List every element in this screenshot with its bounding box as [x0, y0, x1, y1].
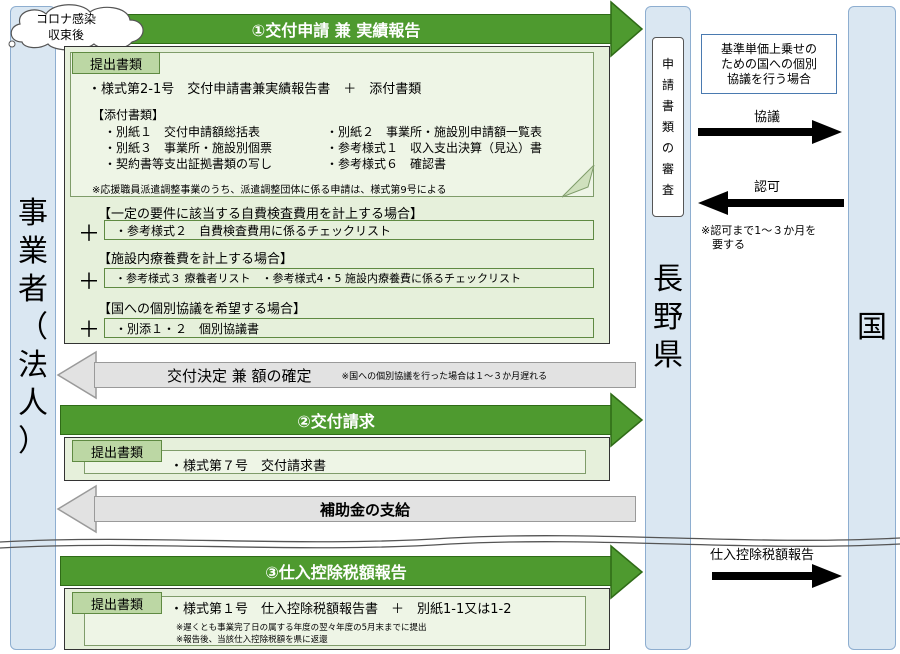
review-label-char: 申 — [661, 56, 674, 71]
applicant-label: 事業者（法人） — [13, 195, 53, 461]
attach-left-3: ・契約書等支出証拠書類の写し — [104, 157, 273, 171]
section1-note: ※応援職員派遣調整事業のうち、派遣調整団体に係る申請は、様式第9号による — [92, 185, 447, 196]
review-label-char: 類 — [661, 119, 674, 134]
section3-note2: ※報告後、当該仕入控除税額を県に返還 — [176, 635, 328, 645]
tax-report-arrow — [712, 564, 842, 588]
section2-documents-box — [84, 450, 586, 474]
national-label: 国 — [857, 310, 887, 345]
review-box: 申請書類の審査 — [652, 37, 684, 217]
decision-arrow-head — [56, 350, 97, 400]
cond1-plus: ＋ — [78, 222, 101, 247]
cond2-plus: ＋ — [78, 270, 101, 295]
consult-box-line2: ための国への個別 — [720, 56, 817, 71]
section3-tag: 提出書類 — [72, 592, 162, 614]
section2-tag: 提出書類 — [72, 440, 162, 462]
cloud-line1: コロナ感染 — [36, 12, 97, 26]
decision-arrow-note: ※国への個別協議を行った場合は１～３か月遅れる — [341, 371, 548, 382]
cond2-bar: ・参考様式３ 療養者リスト ・参考様式4・5 施設内療養費に係るチェックリスト — [104, 268, 594, 288]
payment-arrow-head — [56, 484, 97, 534]
consult-box-line3: 協議を行う場合 — [726, 71, 811, 86]
application-arrow: ①交付申請 兼 実績報告 — [60, 14, 612, 44]
tax-arrow: ③仕入控除税額報告 — [60, 556, 612, 586]
cond3-plus: ＋ — [78, 318, 101, 343]
consult-label: 協議 — [754, 110, 781, 125]
applicant-label-char: 業 — [18, 234, 48, 269]
attach-left-2: ・別紙３ 事業所・施設別個票 — [104, 141, 273, 155]
section1-tag: 提出書類 — [72, 52, 160, 74]
consult-box-line1: 基準単価上乗せの — [720, 41, 817, 56]
break-lines — [0, 535, 900, 549]
attach-right-2: ・参考様式１ 収入支出決算（見込）書 — [326, 141, 543, 155]
consult-arrow — [698, 120, 842, 144]
cond3-header: 【国への個別協議を希望する場合】 — [98, 302, 307, 317]
section1-documents-box — [70, 52, 594, 197]
cond2-header: 【施設内療養費を計上する場合】 — [98, 252, 294, 267]
section1-main-line: ・様式第2-1号 交付申請書兼実績報告書 ＋ 添付書類 — [88, 82, 422, 97]
nagano-pillar: 申請書類の審査 長野県 — [645, 6, 691, 650]
review-label-char: 審 — [661, 161, 674, 176]
cloud-line2: 収束後 — [48, 28, 85, 42]
request-arrow-head — [610, 392, 644, 448]
request-arrow: ②交付請求 — [60, 405, 612, 435]
payment-arrow: 補助金の支給 — [94, 496, 636, 522]
nagano-label-char: 県 — [653, 338, 683, 373]
cond2-item: ・参考様式３ 療養者リスト ・参考様式4・5 施設内療養費に係るチェックリスト — [115, 272, 521, 285]
tax-arrow-head — [610, 544, 644, 600]
approval-label: 認可 — [754, 180, 781, 195]
request-arrow-label: ②交付請求 — [297, 412, 375, 431]
section2-item: ・様式第７号 交付請求書 — [170, 459, 327, 474]
decision-arrow-label: 交付決定 兼 額の確定 — [167, 366, 312, 385]
attach-header: 【添付書類】 — [92, 108, 165, 122]
approval-note1: ※認可まで1～３か月を — [701, 224, 817, 237]
review-label-char: 書 — [661, 98, 674, 113]
cond1-bar: ・参考様式２ 自費検査費用に係るチェックリスト — [104, 220, 594, 240]
review-label-char: の — [661, 140, 674, 155]
approval-note2: 要する — [712, 238, 745, 251]
nagano-label-char: 長 — [653, 262, 683, 297]
tax-arrow-label: ③仕入控除税額報告 — [265, 563, 407, 582]
application-arrow-head — [610, 0, 644, 58]
review-label-char: 請 — [661, 77, 674, 92]
applicant-label-char: （ — [18, 310, 48, 345]
cloud-shape — [8, 4, 144, 51]
attach-right-3: ・参考様式６ 確認書 — [326, 157, 447, 171]
applicant-pillar: 事業者（法人） — [10, 6, 56, 650]
applicant-label-char: ） — [18, 424, 48, 459]
applicant-label-char: 法 — [18, 348, 48, 383]
national-pillar: 国 — [848, 6, 896, 650]
decision-arrow: 交付決定 兼 額の確定 ※国への個別協議を行った場合は１～３か月遅れる — [94, 362, 636, 388]
review-label-char: 査 — [661, 182, 674, 197]
section1-fold — [562, 165, 595, 198]
individual-consult-box: 基準単価上乗せの ための国への個別 協議を行う場合 — [701, 34, 837, 94]
cond3-item: ・別添１・２ 個別協議書 — [115, 321, 260, 336]
payment-arrow-label: 補助金の支給 — [319, 500, 410, 519]
attach-right-1: ・別紙２ 事業所・施設別申請額一覧表 — [326, 125, 543, 139]
cond3-bar: ・別添１・２ 個別協議書 — [104, 318, 594, 338]
review-label: 申請書類の審査 — [662, 54, 674, 201]
application-arrow-label: ①交付申請 兼 実績報告 — [251, 21, 421, 40]
applicant-label-char: 人 — [18, 386, 48, 421]
applicant-label-char: 者 — [18, 272, 48, 307]
section3-note1: ※遅くとも事業完了日の属する年度の翌々年度の5月末までに提出 — [176, 623, 427, 633]
approval-arrow — [698, 191, 844, 215]
applicant-label-char: 事 — [18, 196, 48, 231]
cond1-header: 【一定の要件に該当する自費検査費用を計上する場合】 — [98, 207, 424, 222]
tax-report-label: 仕入控除税額報告 — [710, 548, 815, 563]
nagano-label: 長野県 — [648, 261, 688, 375]
section3-documents-box — [84, 596, 586, 646]
attach-left-1: ・別紙１ 交付申請額総括表 — [104, 125, 261, 139]
section3-item: ・様式第１号 仕入控除税額報告書 ＋ 別紙1-1又は1-2 — [170, 602, 512, 617]
cond1-item: ・参考様式２ 自費検査費用に係るチェックリスト — [115, 223, 392, 238]
nagano-label-char: 野 — [653, 300, 683, 335]
